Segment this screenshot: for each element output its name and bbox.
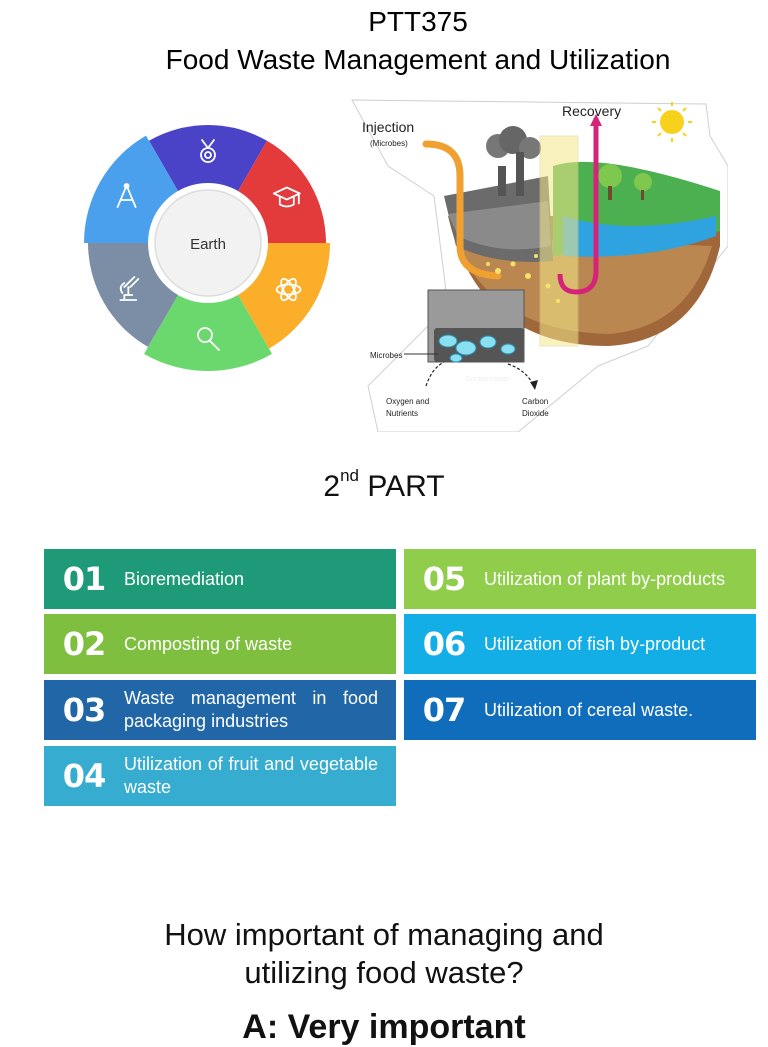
- topic-number: 04: [62, 757, 107, 795]
- bioremediation-illustration: Injection (Microbes) Recovery Microbes C…: [351, 99, 728, 432]
- injection-label: Injection: [362, 119, 414, 135]
- topic-number: 01: [62, 560, 107, 598]
- microbes-label: Microbes: [370, 351, 402, 360]
- topic-text: Waste management in food packaging indus…: [124, 688, 378, 731]
- part-suffix: nd: [340, 466, 360, 485]
- topic-tile-01: 01 Bioremediation: [44, 549, 396, 609]
- microscope-icon: [119, 276, 140, 301]
- wheel-segment: [238, 243, 330, 349]
- question: How important of managing and utilizing …: [0, 916, 768, 992]
- contaminants-label: Contaminants: [466, 376, 510, 383]
- topic-number: 07: [422, 691, 467, 729]
- part-number: 2: [323, 470, 341, 503]
- earth-wheel-diagram: Earth: [84, 125, 330, 371]
- topic-text: Utilization of fish by-product: [484, 633, 706, 654]
- medal-icon: [200, 139, 216, 163]
- wheel-segment: [238, 140, 326, 243]
- question-line-1: How important of managing and: [164, 917, 604, 952]
- wheel-center-label: Earth: [190, 236, 226, 253]
- answer: A: Very important: [242, 1008, 526, 1046]
- topic-text: Utilization of plant by-products: [484, 568, 726, 589]
- nutrients-label: Nutrients: [386, 409, 418, 418]
- part-label: PART: [359, 470, 445, 503]
- topic-tile-04: 04 Utilization of fruit and vegetable wa…: [44, 746, 396, 806]
- injection-sub-label: (Microbes): [370, 139, 408, 148]
- topic-text: Utilization of fruit and vegetable waste: [124, 754, 378, 797]
- atom-icon: [275, 277, 302, 302]
- course-title: Food Waste Management and Utilization: [165, 44, 671, 75]
- topic-tile-05: 05 Utilization of plant by-products: [404, 549, 756, 609]
- course-code: PTT375: [368, 6, 468, 37]
- topic-number: 02: [62, 625, 107, 663]
- topic-text: Utilization of cereal waste.: [484, 699, 694, 720]
- recovery-label: Recovery: [562, 103, 621, 119]
- topic-text: Bioremediation: [124, 568, 245, 589]
- topic-number: 05: [422, 560, 467, 598]
- carbon-label: Carbon: [522, 397, 548, 406]
- topic-tile-02: 02 Composting of waste: [44, 614, 396, 674]
- topic-tile-06: 06 Utilization of fish by-product: [404, 614, 756, 674]
- dioxide-label: Dioxide: [522, 409, 549, 418]
- topic-tile-03: 03 Waste management in food packaging in…: [44, 680, 396, 740]
- topic-tile-07: 07 Utilization of cereal waste.: [404, 680, 756, 740]
- topic-number: 03: [62, 691, 107, 729]
- oxygen-label: Oxygen and: [386, 397, 429, 406]
- part-heading: 2nd PART: [0, 466, 768, 504]
- magnifier-icon: [197, 327, 220, 351]
- graduation-cap-icon: [272, 186, 301, 208]
- compass-icon: [116, 183, 137, 208]
- wheel-segment: [144, 294, 272, 371]
- question-line-2: utilizing food waste?: [244, 955, 524, 990]
- wheel-segment: [84, 135, 178, 243]
- topic-number: 06: [422, 625, 467, 663]
- topic-text: Composting of waste: [124, 633, 293, 654]
